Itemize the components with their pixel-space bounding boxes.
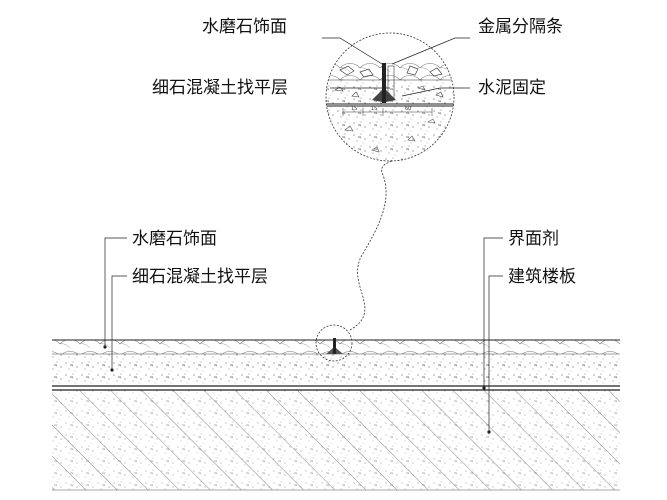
slab-stipple-overlay [52, 390, 620, 490]
detail-leaders [322, 37, 470, 97]
dimension-label-3: 60 [405, 106, 411, 112]
detail-circle-outline [325, 32, 455, 162]
detail-callout-circle [315, 324, 353, 362]
enlarged-detail: 15 15 60 [325, 32, 455, 162]
label-terrazzo-finish: 水磨石饰面 [132, 229, 217, 249]
label-screed-detail: 细石混凝土找平层 [152, 78, 288, 98]
label-terrazzo-finish-detail: 水磨石饰面 [202, 17, 287, 37]
dimension-label-2: 15 [371, 106, 377, 112]
leader-dots [103, 345, 491, 434]
metal-divider-strip [326, 338, 343, 354]
main-floor-section [52, 324, 620, 491]
label-structural-slab: 建筑楼板 [508, 267, 576, 287]
label-interface-agent: 界面剂 [508, 229, 559, 249]
dimension-label-1: 15 [351, 106, 357, 112]
screed-layer [52, 354, 620, 386]
label-metal-divider: 金属分隔条 [478, 17, 563, 37]
label-cement-fixing: 水泥固定 [478, 78, 546, 98]
section-leaders [104, 237, 503, 432]
callout-connector [349, 160, 393, 331]
label-screed: 细石混凝土找平层 [132, 267, 268, 287]
